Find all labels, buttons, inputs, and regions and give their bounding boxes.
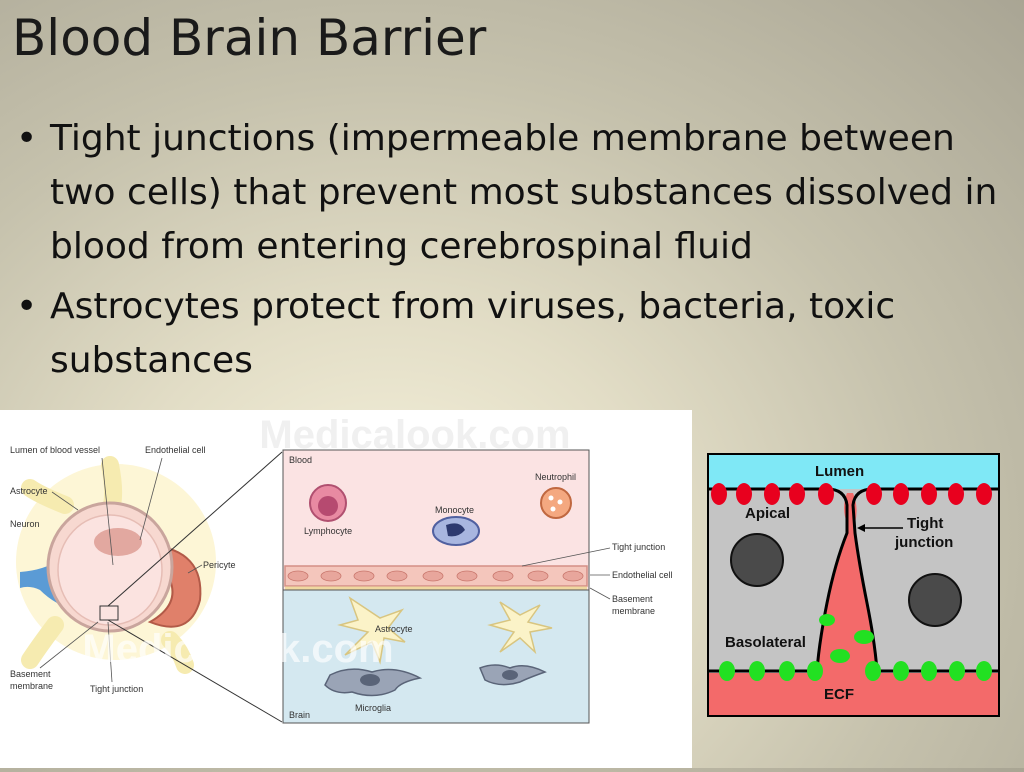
nucleus-left bbox=[730, 533, 784, 587]
bbb-inset bbox=[282, 449, 590, 724]
inset-brain bbox=[282, 589, 590, 724]
label-ecf: ECF bbox=[824, 686, 854, 703]
label-tight-junction: Tight junction bbox=[90, 684, 143, 694]
inset-label-lymphocyte: Lymphocyte bbox=[304, 526, 352, 536]
label-lumen: Lumen of blood vessel bbox=[10, 445, 100, 455]
inset-label-brain: Brain bbox=[289, 710, 310, 720]
inset-label-endothelial-cell: Endothelial cell bbox=[612, 570, 673, 580]
bbb-anatomy-figure: Medicalook.com Lumen of blood vessel End… bbox=[0, 410, 692, 768]
label-apical: Apical bbox=[745, 505, 790, 522]
label-basement-membrane-2: membrane bbox=[10, 681, 53, 691]
apical-markers bbox=[711, 483, 992, 505]
inset-label-monocyte: Monocyte bbox=[435, 505, 474, 515]
nucleus-right bbox=[908, 573, 962, 627]
label-neuron: Neuron bbox=[10, 519, 40, 529]
bullet-text: Tight junctions (impermeable membrane be… bbox=[50, 118, 998, 267]
label-junction: junction bbox=[894, 534, 953, 551]
bbb-anatomy-diagram: Medicalook.com Lumen of blood vessel End… bbox=[10, 413, 673, 724]
tight-junction-figure: Lumen Apical Tight junction Basolateral … bbox=[707, 453, 1001, 717]
intercellular-space bbox=[817, 493, 877, 673]
bullet-dot: • bbox=[16, 286, 38, 327]
inset-label-blood: Blood bbox=[289, 455, 312, 465]
slide-title: Blood Brain Barrier bbox=[12, 9, 487, 67]
bullet-dot: • bbox=[16, 118, 38, 159]
inset-label-astrocyte: Astrocyte bbox=[375, 624, 413, 634]
endothelial-row bbox=[287, 570, 584, 582]
astrocyte-cell bbox=[337, 596, 406, 665]
endothelial-nucleus bbox=[94, 528, 142, 556]
vessel-cross-section bbox=[16, 451, 283, 723]
label-endothelial-cell: Endothelial cell bbox=[145, 445, 206, 455]
inset-label-neutrophil: Neutrophil bbox=[535, 472, 576, 482]
tight-junction-diagram: Lumen Apical Tight junction Basolateral … bbox=[707, 453, 1000, 717]
label-tight: Tight bbox=[907, 515, 943, 532]
inset-label-tight-junction: Tight junction bbox=[612, 542, 665, 552]
neutrophil bbox=[540, 487, 572, 519]
label-astrocyte: Astrocyte bbox=[10, 486, 48, 496]
bullet-item: • Astrocytes protect from viruses, bacte… bbox=[14, 280, 1014, 388]
label-basolateral: Basolateral bbox=[725, 634, 806, 651]
bullet-text: Astrocytes protect from viruses, bacteri… bbox=[50, 286, 896, 381]
label-pericyte: Pericyte bbox=[203, 560, 236, 570]
inset-label-microglia: Microglia bbox=[355, 703, 391, 713]
watermark-bottom: Medicalook.com bbox=[82, 627, 393, 671]
label-lumen-right: Lumen bbox=[815, 463, 864, 480]
bullet-item: • Tight junctions (impermeable membrane … bbox=[14, 112, 1014, 274]
bullet-list: • Tight junctions (impermeable membrane … bbox=[14, 112, 1014, 394]
label-basement-membrane-1: Basement bbox=[10, 669, 51, 679]
astrocyte-cell bbox=[487, 601, 553, 655]
lumen-region bbox=[709, 455, 998, 489]
inset-label-basement-2: membrane bbox=[612, 606, 655, 616]
zoom-box bbox=[99, 605, 119, 621]
basolateral-markers bbox=[719, 614, 992, 681]
inset-label-basement-1: Basement bbox=[612, 594, 653, 604]
